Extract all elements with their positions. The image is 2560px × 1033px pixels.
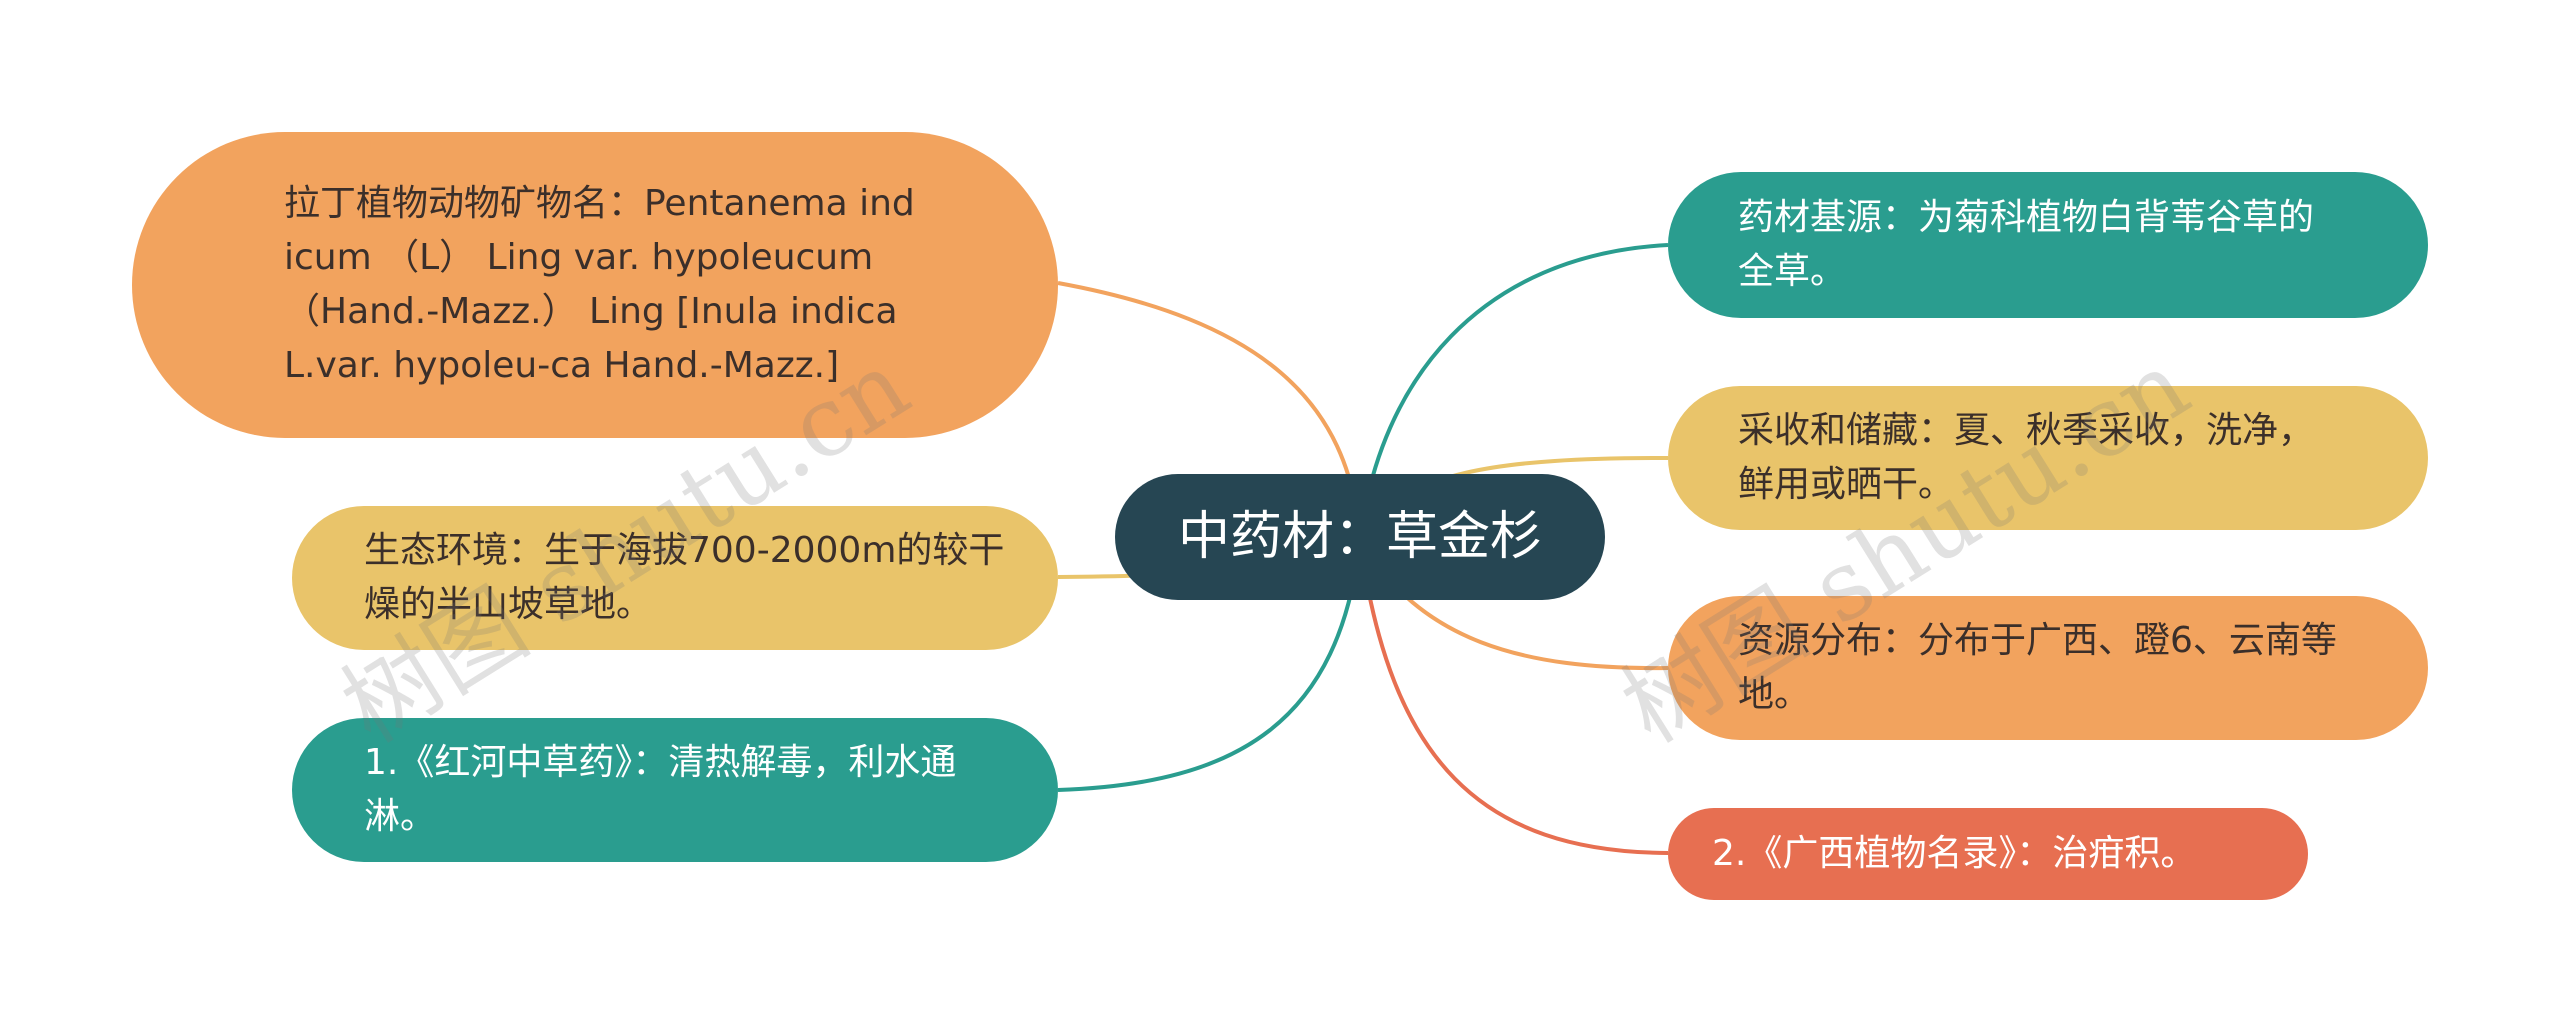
node-guangxi[interactable]: 2.《广西植物名录》：治疳积。 xyxy=(1668,808,2308,900)
node-latin-name-text: 拉丁植物动物矿物名：Pentanema indicum （L） Ling var… xyxy=(284,183,915,386)
node-habitat[interactable]: 生态环境：生于海拔700-2000m的较干燥的半山坡草地。 xyxy=(292,506,1058,650)
node-guangxi-text: 2.《广西植物名录》：治疳积。 xyxy=(1712,833,2197,874)
root-node[interactable]: 中药材：草金杉 xyxy=(1115,474,1605,600)
connector-guangxi xyxy=(1358,539,1669,855)
node-honghe-text: 1.《红河中草药》：清热解毒，利水通淋。 xyxy=(364,742,957,837)
node-honghe[interactable]: 1.《红河中草药》：清热解毒，利水通淋。 xyxy=(292,718,1058,862)
connector-honghe xyxy=(1057,539,1362,792)
node-habitat-text: 生态环境：生于海拔700-2000m的较干燥的半山坡草地。 xyxy=(364,530,1005,625)
node-distribution-text: 资源分布：分布于广西、蹬6、云南等地。 xyxy=(1738,620,2337,715)
node-harvest-text: 采收和储藏：夏、秋季采收，洗净，鲜用或晒干。 xyxy=(1738,410,2315,505)
root-label: 中药材：草金杉 xyxy=(1177,507,1542,567)
node-harvest[interactable]: 采收和储藏：夏、秋季采收，洗净，鲜用或晒干。 xyxy=(1668,386,2428,530)
node-latin-name[interactable]: 拉丁植物动物矿物名：Pentanema indicum （L） Ling var… xyxy=(132,132,1058,438)
node-source-text: 药材基源：为菊科植物白背苇谷草的全草。 xyxy=(1738,197,2315,292)
node-source[interactable]: 药材基源：为菊科植物白背苇谷草的全草。 xyxy=(1668,172,2428,318)
node-distribution[interactable]: 资源分布：分布于广西、蹬6、云南等地。 xyxy=(1668,596,2428,740)
